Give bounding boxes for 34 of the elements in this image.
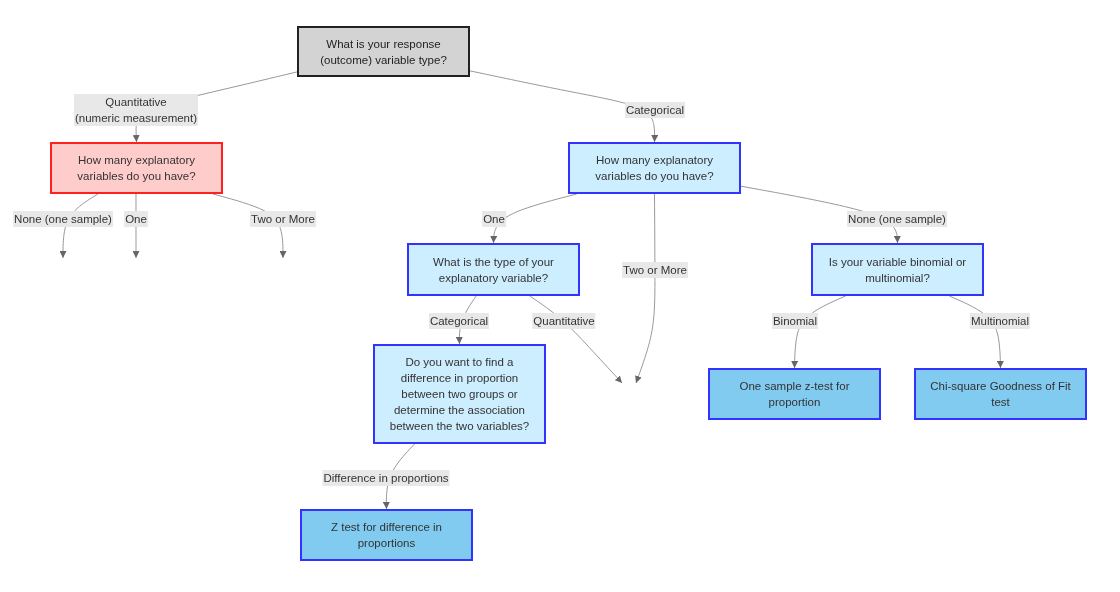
edge-label: Categorical [428, 313, 490, 329]
edge-label: None (one sample) [13, 211, 113, 227]
edge-label: Quantitative [532, 313, 596, 329]
arrow [132, 193, 140, 259]
result-box [708, 368, 881, 420]
question-text: What is the type of your explanatory variable? [432, 254, 555, 286]
result-box [300, 509, 473, 561]
question-box [568, 142, 741, 194]
question-box [811, 243, 984, 296]
question-box [373, 344, 546, 444]
question-text: Do you want to find a difference in proportion between two groups or determine the association between the two variables? [388, 355, 531, 434]
question-box [297, 26, 470, 77]
edge-label: Two or More [622, 262, 688, 278]
edge-label: Quantitative (numeric measurement) [73, 94, 199, 126]
edge-label: One [482, 211, 506, 227]
result-box [914, 368, 1087, 420]
edge-label: Multinomial [969, 313, 1031, 329]
arrow [490, 193, 578, 244]
question-box [407, 243, 580, 296]
arrow [635, 193, 656, 384]
result-text: One sample z-test for proportion [738, 379, 851, 410]
question-text: How many explanatory variables do you have? [594, 153, 715, 184]
question-text: How many explanatory variables do you have? [76, 153, 197, 184]
edge-label: Categorical [624, 102, 686, 118]
edge-label: Binomial [771, 313, 819, 329]
edge-label: Difference in proportions [322, 470, 450, 486]
question-text: Is your variable binomial or multinomial? [827, 254, 968, 286]
edge-label: None (one sample) [847, 211, 947, 227]
question-text: What is your response (outcome) variable type? [319, 36, 448, 68]
result-text: Z test for difference in proportions [330, 520, 443, 551]
question-box [50, 142, 223, 194]
edge-label: One [124, 211, 148, 227]
result-text: Chi-square Goodness of Fit test [929, 379, 1072, 410]
edge-label: Two or More [250, 211, 316, 227]
